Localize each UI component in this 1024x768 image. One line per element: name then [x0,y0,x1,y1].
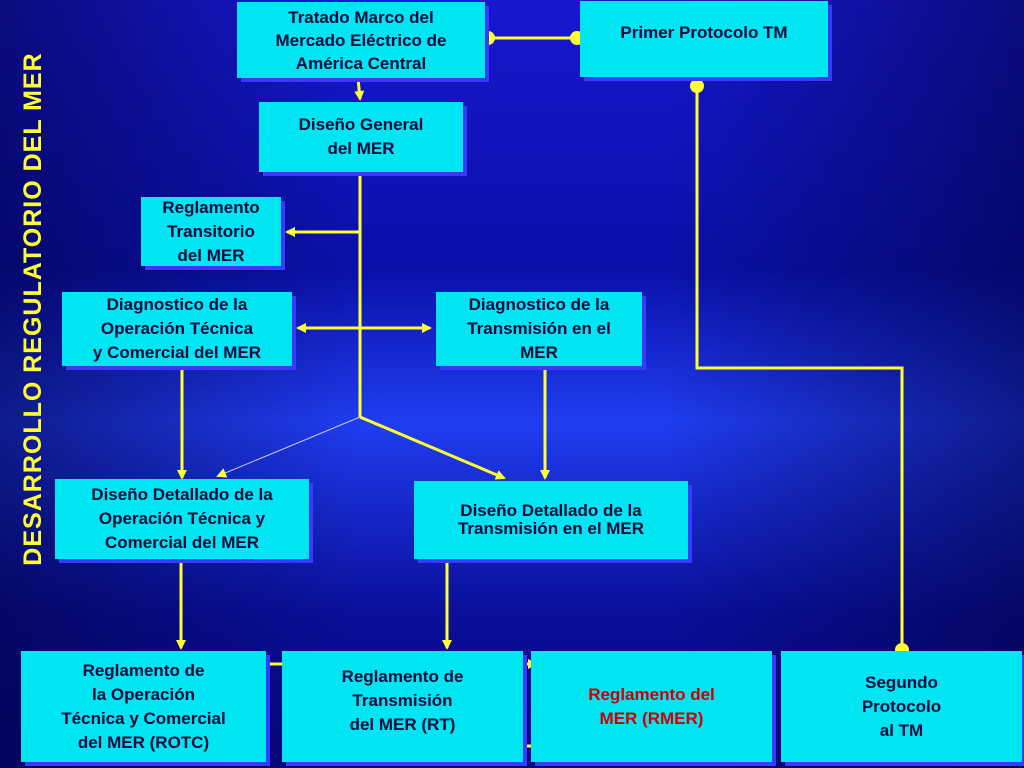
node-diseno-general: Diseño General del MER [259,102,463,172]
node-diagnostico-transmision: Diagnostico de la Transmisión en el MER [436,292,642,366]
line-protocolo-to-segundo [695,86,904,648]
node-segundo-protocolo: Segundo Protocolo al TM [781,651,1022,762]
node-reglamento-rmer: Reglamento del MER (RMER) [531,651,772,762]
arrow-to-diseno-transmision [359,415,506,480]
arrow-thin-to-diseno-operacion [216,416,361,478]
connector-dot [690,79,704,93]
arrow-tratado-diseno [354,77,365,101]
node-reglamento-rotc: Reglamento de la Operación Técnica y Com… [21,651,266,762]
node-primer-protocolo: Primer Protocolo TM [580,1,828,77]
node-diseno-detallado-transmision: Diseño Detallado de la Transmisión en el… [414,481,688,559]
node-tratado-marco: Tratado Marco del Mercado Eléctrico de A… [237,2,485,78]
node-diagnostico-operacion: Diagnostico de la Operación Técnica y Co… [62,292,292,366]
node-reglamento-rt: Reglamento de Transmisión del MER (RT) [282,651,523,762]
node-diseno-detallado-operacion: Diseño Detallado de la Operación Técnica… [55,479,309,559]
node-reglamento-transitorio: Reglamento Transitorio del MER [141,197,281,266]
